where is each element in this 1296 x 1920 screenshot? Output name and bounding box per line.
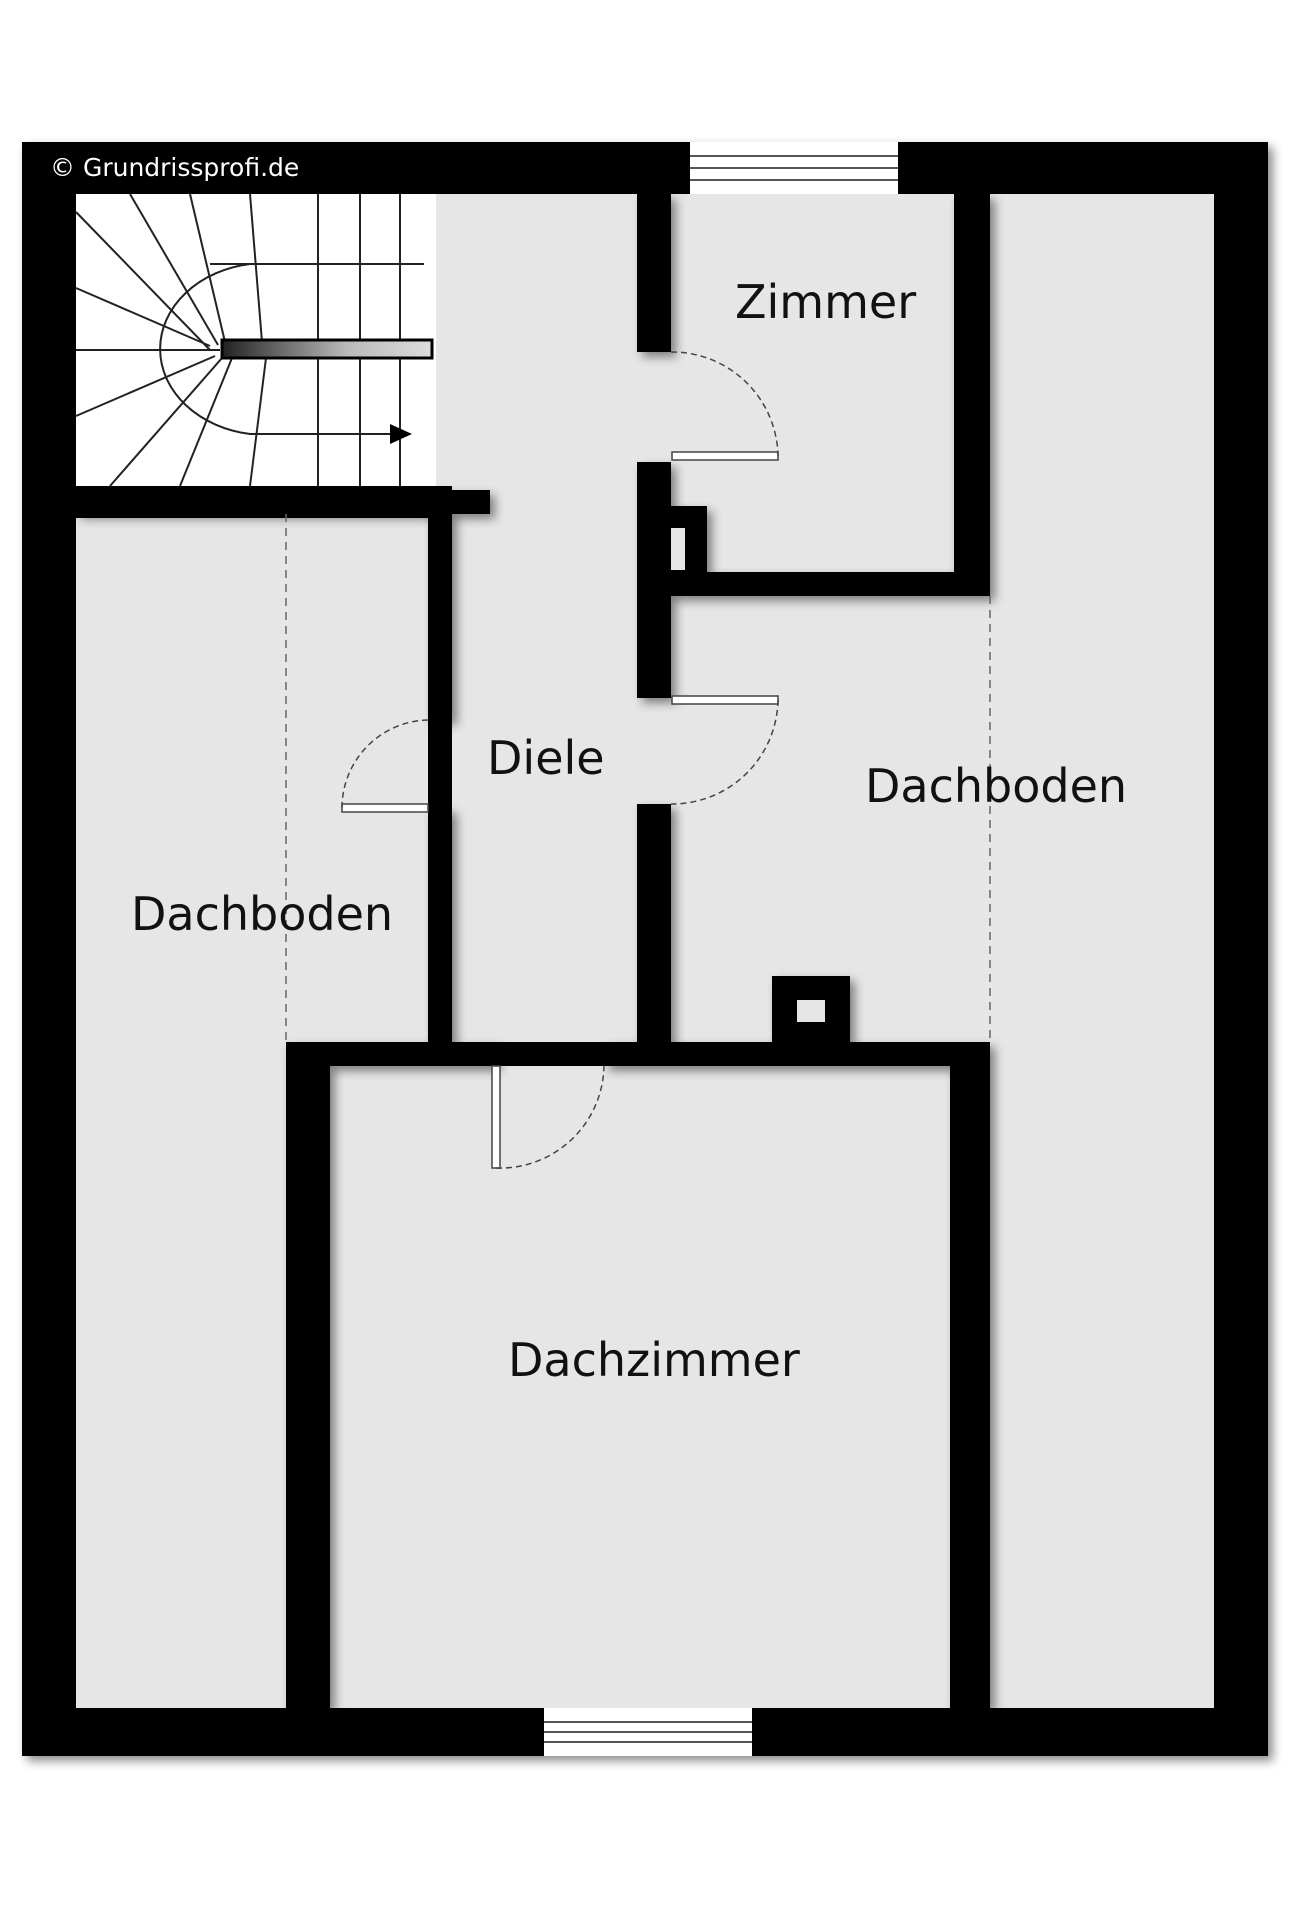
staircase-rail bbox=[220, 338, 434, 360]
room-label-dachboden-right: Dachboden bbox=[865, 759, 1127, 813]
door-dachboden-right bbox=[670, 695, 779, 805]
floor-areas bbox=[76, 194, 1214, 1708]
chimney-small bbox=[671, 528, 685, 570]
door-dachzimmer bbox=[491, 1065, 605, 1169]
room-label-zimmer: Zimmer bbox=[735, 275, 916, 329]
room-label-diele: Diele bbox=[487, 731, 605, 785]
room-label-dachzimmer: Dachzimmer bbox=[508, 1333, 800, 1387]
chimney-flue bbox=[797, 1000, 825, 1022]
room-label-dachboden-left: Dachboden bbox=[131, 887, 393, 941]
roof-slope-lines bbox=[285, 514, 991, 1042]
window-bottom bbox=[544, 1708, 752, 1756]
door-dachboden-left bbox=[341, 719, 429, 813]
window-top bbox=[690, 142, 898, 194]
door-zimmer bbox=[670, 351, 779, 461]
interior-walls bbox=[76, 194, 990, 1708]
copyright-text: © Grundrissprofi.de bbox=[50, 153, 299, 182]
